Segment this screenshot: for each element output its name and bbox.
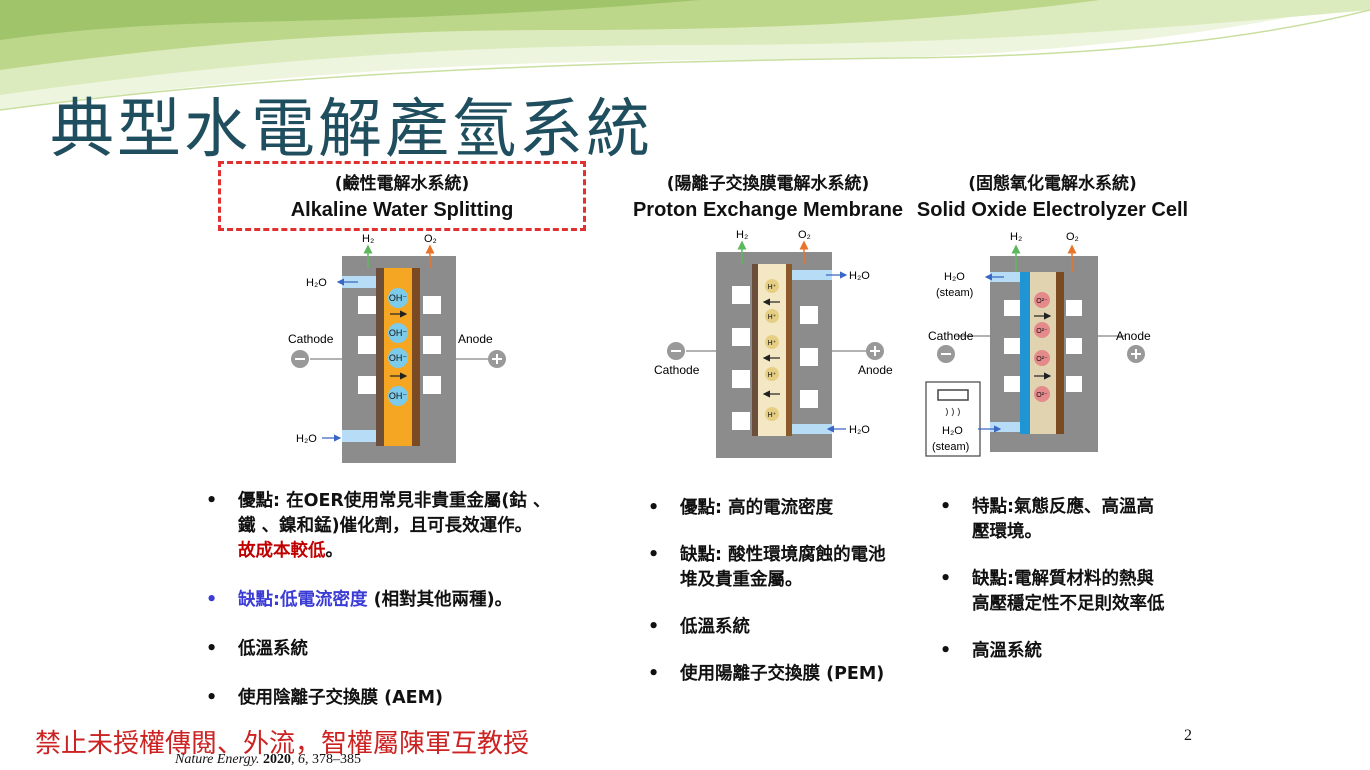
citation: Nature Energy. 2020, 6, 378–385 bbox=[175, 752, 362, 767]
list-item: • 高溫系統 bbox=[940, 639, 1220, 664]
bullet: • bbox=[206, 688, 218, 708]
anode-label: Anode bbox=[858, 363, 893, 377]
alkaline-header: (鹼性電解水系統) Alkaline Water Splitting bbox=[218, 171, 586, 223]
pem-ion-label: H⁺ bbox=[768, 284, 777, 291]
pem-header-zh: (陽離子交換膜電解水系統) bbox=[666, 174, 870, 194]
cathode-label: Cathode bbox=[288, 332, 334, 346]
highlight-dashed-box bbox=[218, 161, 586, 231]
alkaline-disadvantage-highlight: 缺點:低電流密度 bbox=[238, 590, 368, 610]
h2-label: H₂ bbox=[362, 233, 374, 245]
soec-disadvantage-line1: 缺點:電解質材料的熱與 bbox=[972, 569, 1154, 589]
soec-high-temp: 高溫系統 bbox=[972, 641, 1042, 661]
bullet: • bbox=[648, 545, 660, 565]
alkaline-ion-label: OH⁻ bbox=[389, 391, 408, 401]
pem-header-en: Proton Exchange Membrane bbox=[632, 199, 904, 221]
h2o-out-label: H₂O bbox=[306, 277, 327, 289]
pem-membrane: 使用陽離子交換膜 (PEM) bbox=[680, 664, 885, 684]
h2o-in-label: H₂O bbox=[849, 424, 870, 436]
soec-points: • 特點:氣態反應、高溫高 壓環境。 • 缺點:電解質材料的熱與 高壓穩定性不足… bbox=[940, 495, 1220, 664]
steam-label: (steam) bbox=[936, 287, 973, 299]
alkaline-advantage-end: 。 bbox=[325, 541, 344, 561]
pem-low-temp: 低溫系統 bbox=[680, 617, 750, 637]
bullet: • bbox=[206, 639, 218, 659]
anode-label: Anode bbox=[458, 332, 493, 346]
alkaline-ion-label: OH⁻ bbox=[389, 353, 408, 363]
anode-label: Anode bbox=[1116, 329, 1151, 343]
soec-feature-line1: 特點:氣態反應、高溫高 bbox=[972, 497, 1154, 517]
alkaline-ion-label: OH⁻ bbox=[389, 328, 408, 338]
list-item: • 低溫系統 bbox=[206, 637, 606, 662]
pem-ion-label: H⁺ bbox=[768, 340, 777, 347]
list-item: • 缺點:低電流密度 (相對其他兩種)。 bbox=[206, 588, 606, 613]
citation-year: 2020 bbox=[263, 752, 292, 767]
pem-advantage: 優點: 高的電流密度 bbox=[680, 498, 834, 518]
soec-ion-label: O²⁻ bbox=[1036, 298, 1048, 305]
bullet: • bbox=[940, 641, 952, 661]
h2o-in-label: H₂O bbox=[296, 433, 317, 445]
bullet: • bbox=[206, 491, 218, 511]
alkaline-low-temp: 低溫系統 bbox=[238, 639, 308, 659]
pem-ion-label: H⁺ bbox=[768, 372, 777, 379]
soec-feature-line2: 壓環境。 bbox=[972, 522, 1042, 542]
list-item: • 使用陽離子交換膜 (PEM) bbox=[648, 662, 928, 687]
citation-pages: 378–385 bbox=[312, 752, 362, 767]
citation-volume: 6 bbox=[298, 752, 306, 767]
soec-disadvantage-line2: 高壓穩定性不足則效率低 bbox=[972, 594, 1165, 614]
pem-disadvantage-line2: 堆及貴重金屬。 bbox=[680, 570, 803, 590]
h2o-out-label: H₂O bbox=[944, 271, 965, 283]
o2-label: O₂ bbox=[424, 233, 437, 245]
o2-label: O₂ bbox=[798, 229, 811, 241]
soec-ion-label: O²⁻ bbox=[1036, 392, 1048, 399]
pem-ion-label: H⁺ bbox=[768, 412, 777, 419]
bullet: • bbox=[206, 590, 218, 610]
alkaline-advantage-line2: 鐵 、鎳和錳)催化劑，且可長效運作。 bbox=[238, 516, 533, 536]
alkaline-header-zh: (鹼性電解水系統) bbox=[334, 174, 470, 194]
h2-label: H₂ bbox=[736, 229, 748, 241]
list-item: • 優點: 高的電流密度 bbox=[648, 496, 928, 521]
bullet: • bbox=[940, 497, 952, 517]
pem-disadvantage-line1: 缺點: 酸性環境腐蝕的電池 bbox=[680, 545, 886, 565]
bullet: • bbox=[648, 617, 660, 637]
bullet: • bbox=[648, 664, 660, 684]
watermark-notice: 禁止未授權傳閱、外流，智權屬陳軍互教授 bbox=[35, 729, 530, 759]
alkaline-points: • 優點: 在OER使用常見非貴重金屬(鈷 、 鐵 、鎳和錳)催化劑，且可長效運… bbox=[206, 489, 606, 711]
pem-cell-diagram: H⁺ H⁺ H⁺ H⁺ H⁺ H₂ O₂ H₂O H₂O Cathode Ano… bbox=[654, 229, 893, 458]
alkaline-advantage-line1: 優點: 在OER使用常見非貴重金屬(鈷 、 bbox=[238, 491, 551, 511]
pem-header: (陽離子交換膜電解水系統) Proton Exchange Membrane bbox=[618, 171, 918, 223]
soec-header-zh: (固態氧化電解水系統) bbox=[968, 174, 1137, 194]
page-number: 2 bbox=[1184, 727, 1192, 744]
soec-cell-diagram: O²⁻ O²⁻ O²⁻ O²⁻ H₂ O₂ H₂O (steam) Cathod… bbox=[925, 231, 1151, 457]
h2-label: H₂ bbox=[1010, 231, 1022, 243]
alkaline-ion-label: OH⁻ bbox=[389, 293, 408, 303]
page-title: 典型水電解產氫系統 bbox=[50, 93, 653, 167]
list-item: • 特點:氣態反應、高溫高 壓環境。 bbox=[940, 495, 1220, 545]
cathode-label: Cathode bbox=[928, 329, 974, 343]
list-item: • 缺點:電解質材料的熱與 高壓穩定性不足則效率低 bbox=[940, 567, 1220, 617]
h2o-in-label: H₂O bbox=[942, 425, 963, 437]
o2-label: O₂ bbox=[1066, 231, 1079, 243]
alkaline-membrane: 使用陰離子交換膜 (AEM) bbox=[238, 688, 444, 708]
list-item: • 使用陰離子交換膜 (AEM) bbox=[206, 686, 606, 711]
bullet: • bbox=[940, 569, 952, 589]
cathode-label: Cathode bbox=[654, 363, 700, 377]
soec-header-en: Solid Oxide Electrolyzer Cell bbox=[916, 199, 1189, 221]
pem-points: • 優點: 高的電流密度 • 缺點: 酸性環境腐蝕的電池 堆及貴重金屬。 • 低… bbox=[648, 496, 928, 687]
h2o-out-label: H₂O bbox=[849, 270, 870, 282]
alkaline-disadvantage-text: (相對其他兩種)。 bbox=[367, 590, 513, 610]
alkaline-advantage-highlight: 故成本較低 bbox=[238, 541, 326, 561]
list-item: • 缺點: 酸性環境腐蝕的電池 堆及貴重金屬。 bbox=[648, 543, 928, 593]
steam-label: (steam) bbox=[932, 441, 969, 453]
soec-ion-label: O²⁻ bbox=[1036, 356, 1048, 363]
alkaline-header-en: Alkaline Water Splitting bbox=[290, 199, 514, 221]
soec-ion-label: O²⁻ bbox=[1036, 328, 1048, 335]
pem-ion-label: H⁺ bbox=[768, 314, 777, 321]
list-item: • 低溫系統 bbox=[648, 615, 928, 640]
alkaline-cell-diagram: OH⁻ OH⁻ OH⁻ OH⁻ H₂ O₂ H₂O H₂O Cathode An… bbox=[288, 233, 506, 463]
soec-header: (固態氧化電解水系統) Solid Oxide Electrolyzer Cel… bbox=[910, 171, 1195, 223]
header-wave-decoration bbox=[0, 0, 1370, 111]
bullet: • bbox=[648, 498, 660, 518]
list-item: • 優點: 在OER使用常見非貴重金屬(鈷 、 鐵 、鎳和錳)催化劑，且可長效運… bbox=[206, 489, 606, 564]
citation-journal: Nature Energy. bbox=[175, 752, 260, 767]
